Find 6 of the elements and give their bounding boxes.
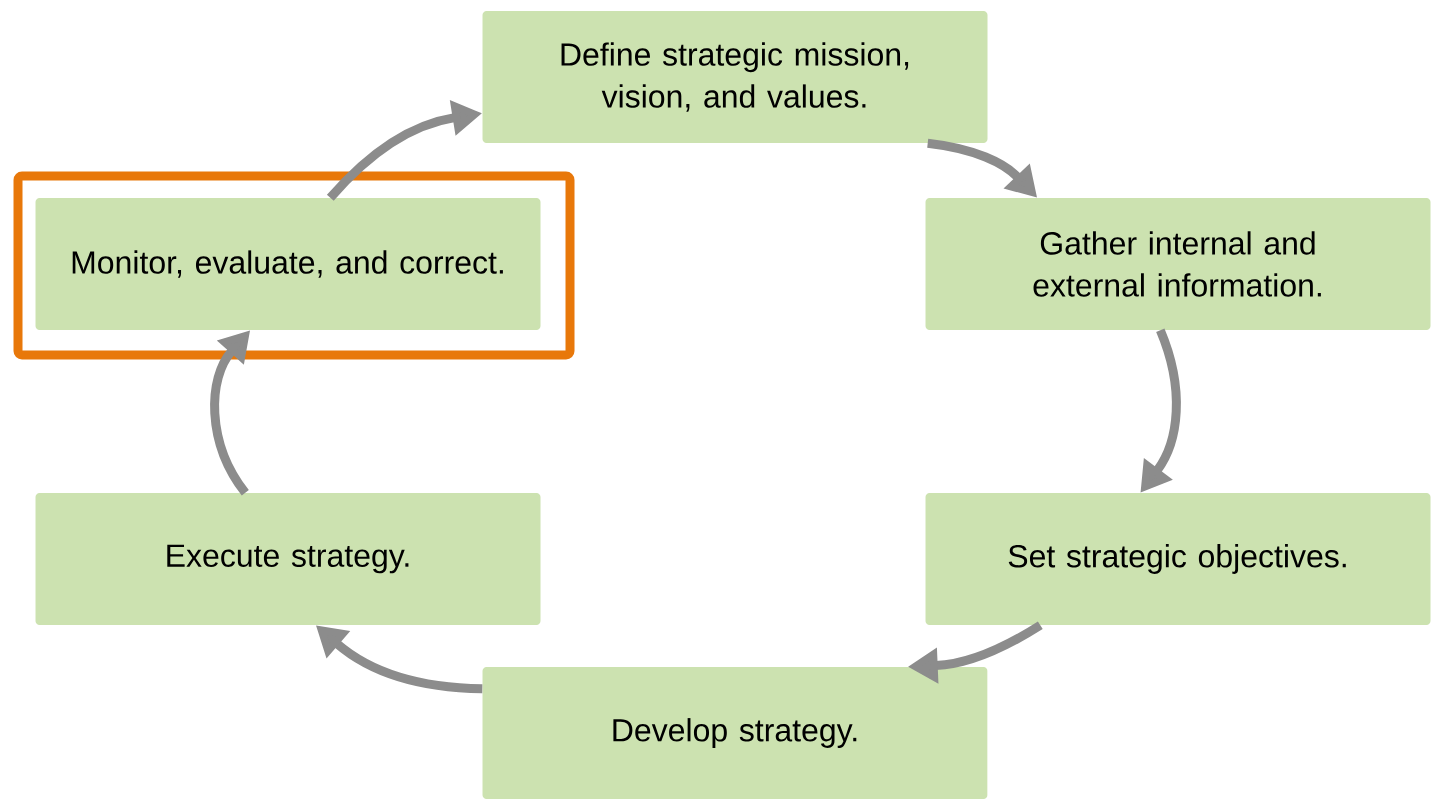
process-box: Gather internal and external information.	[925, 198, 1431, 330]
process-box: Monitor, evaluate, and correct.	[35, 198, 541, 330]
process-box: Execute strategy.	[35, 493, 541, 625]
process-box: Define strategic mission, vision, and values.	[482, 11, 988, 143]
process-box: Develop strategy.	[482, 667, 988, 799]
process-box: Set strategic objectives.	[925, 493, 1431, 625]
